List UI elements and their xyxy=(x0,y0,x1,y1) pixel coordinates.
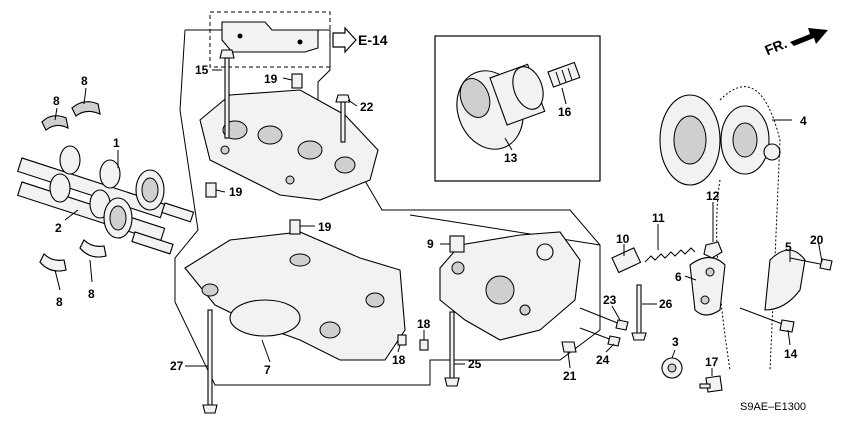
callout-1: 1 xyxy=(113,136,120,150)
callout-7: 7 xyxy=(264,363,271,377)
bolt-25 xyxy=(444,311,460,387)
callout-11: 11 xyxy=(652,211,665,225)
bolt-17 xyxy=(699,375,723,393)
callout-8-b: 8 xyxy=(81,74,88,88)
callout-19-b: 19 xyxy=(229,185,243,199)
callout-18-a: 18 xyxy=(417,317,431,331)
callout-2: 2 xyxy=(55,221,62,235)
callout-12: 12 xyxy=(706,189,720,203)
sealing-bolt xyxy=(703,241,723,259)
gasket-dashed-box xyxy=(209,11,331,68)
bolt-21 xyxy=(561,341,577,353)
callout-15: 15 xyxy=(195,63,209,77)
callout-8-d: 8 xyxy=(88,287,95,301)
callout-19-c: 19 xyxy=(318,220,332,234)
dowel-19-left xyxy=(205,182,217,198)
callout-14: 14 xyxy=(784,347,798,361)
callout-27: 27 xyxy=(170,359,184,373)
balancer-shaft-lower xyxy=(16,173,174,255)
callout-4: 4 xyxy=(800,114,807,128)
reference-arrow-icon xyxy=(332,26,357,54)
relief-valve xyxy=(611,247,642,274)
reference-label: E-14 xyxy=(358,32,388,48)
callout-26: 26 xyxy=(659,297,673,311)
callout-16: 16 xyxy=(558,105,572,119)
tensioner-arm xyxy=(689,256,726,316)
direction-label: FR. xyxy=(762,35,789,58)
chain-guide xyxy=(764,249,806,311)
callout-21: 21 xyxy=(563,369,577,383)
callout-6: 6 xyxy=(675,270,682,284)
bolt-27 xyxy=(202,309,218,414)
dowel-18-right xyxy=(419,339,429,351)
callout-19-a: 19 xyxy=(264,72,278,86)
callout-13: 13 xyxy=(504,151,518,165)
front-arrow-icon xyxy=(790,28,828,46)
bolt-22 xyxy=(335,94,351,143)
bolt-26 xyxy=(631,284,647,341)
callout-5: 5 xyxy=(785,240,792,254)
callout-23: 23 xyxy=(603,293,617,307)
oil-filter xyxy=(456,63,546,150)
filter-nipple xyxy=(547,61,581,88)
bolt-14 xyxy=(739,307,795,333)
callout-18-b: 18 xyxy=(392,353,406,367)
balancer-housing-lower xyxy=(184,231,406,361)
bearing-shell-upper-left xyxy=(41,115,69,131)
filter-inset-box xyxy=(434,35,601,182)
oil-pump-body xyxy=(439,231,581,341)
bolt-20 xyxy=(789,257,833,271)
callout-10: 10 xyxy=(616,232,630,246)
callout-8-a: 8 xyxy=(53,94,60,108)
dowel-19-top xyxy=(291,73,303,89)
callout-8-c: 8 xyxy=(56,295,63,309)
callout-24: 24 xyxy=(596,353,610,367)
callout-22: 22 xyxy=(360,100,374,114)
callout-20: 20 xyxy=(810,233,824,247)
sprocket-3 xyxy=(661,357,683,379)
callout-17: 17 xyxy=(705,355,719,369)
bolt-23 xyxy=(579,307,629,331)
callout-3: 3 xyxy=(672,335,679,349)
group-outline-pump xyxy=(409,214,601,246)
leader-lines xyxy=(54,69,823,376)
bolt-24 xyxy=(579,327,621,347)
diagram-code: S9AE–E1300 xyxy=(740,401,806,413)
dowel-19-mid xyxy=(289,219,301,235)
callout-9: 9 xyxy=(427,237,434,251)
relief-spring xyxy=(644,247,696,263)
bearing-shell-upper-right xyxy=(71,101,101,117)
balancer-shaft-upper xyxy=(16,145,195,223)
bearing-shell-lower-left xyxy=(39,253,67,272)
group-outline-upper xyxy=(174,29,601,386)
collar-9 xyxy=(449,235,465,253)
dowel-18-left xyxy=(397,334,407,346)
bearing-shell-lower-right xyxy=(79,239,107,258)
bolt-15 xyxy=(219,49,235,139)
baffle-plate xyxy=(221,21,319,53)
callout-25: 25 xyxy=(468,357,482,371)
chain-sprocket-assembly xyxy=(659,86,781,371)
